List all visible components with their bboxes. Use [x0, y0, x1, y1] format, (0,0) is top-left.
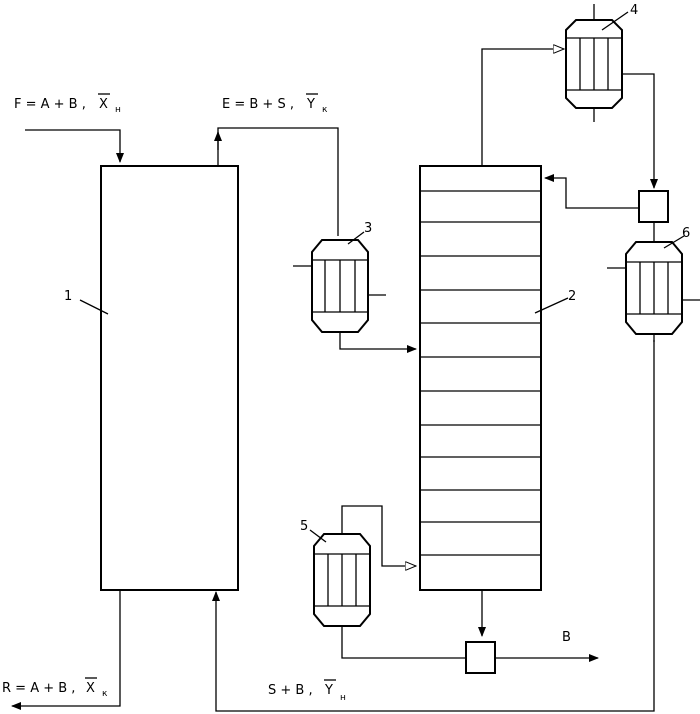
heat-exchanger-3 [293, 239, 386, 333]
condensate-to-separator [622, 73, 658, 189]
solvent-variable: Y [324, 683, 333, 698]
apparatus-number-2: 2 [568, 289, 576, 304]
hx-6-leader [663, 235, 685, 249]
column-1-leader [79, 299, 109, 315]
extract-label: E = B + S , [222, 97, 294, 112]
reboiler-bottom-outlet [341, 626, 466, 659]
feed-variable: X [99, 97, 108, 112]
raffinate-variable: X [86, 681, 95, 696]
condenser-4 [565, 4, 623, 122]
vapor-to-condenser [481, 49, 564, 166]
reflux-stream [544, 174, 639, 209]
feed-stream [25, 129, 124, 163]
distillation-column [419, 165, 542, 591]
hx-3-leader [347, 231, 365, 245]
feed-subscript: н [115, 105, 121, 115]
reboiler-vapor-return [341, 505, 416, 566]
solvent-label: S + B , [268, 683, 313, 698]
apparatus-number-3: 3 [364, 221, 372, 236]
condenser-4-leader [601, 11, 629, 31]
feed-label: F = A + B , [14, 97, 86, 112]
solvent-subscript: н [340, 693, 346, 703]
apparatus-number-4: 4 [630, 3, 638, 18]
solvent-recycle-stream [212, 340, 655, 712]
extract-subscript: к [322, 105, 328, 115]
column-2-leader [534, 297, 569, 314]
hx-5-leader [309, 529, 327, 543]
column-2-trays [420, 190, 541, 556]
lower-separator-box [465, 641, 496, 674]
raffinate-stream [11, 590, 121, 710]
extraction-column [100, 165, 239, 591]
apparatus-number-5: 5 [300, 519, 308, 534]
apparatus-number-6: 6 [682, 226, 690, 241]
raffinate-label: R = A + B , [2, 681, 75, 696]
hx-3-outlet [339, 332, 417, 353]
extract-variable: Y [306, 97, 315, 112]
heat-exchanger-6 [607, 241, 700, 335]
separator-box [638, 190, 669, 223]
apparatus-number-1: 1 [64, 289, 72, 304]
raffinate-subscript: к [102, 689, 108, 699]
product-b-label: B [562, 630, 571, 645]
heat-exchanger-5 [313, 533, 371, 627]
